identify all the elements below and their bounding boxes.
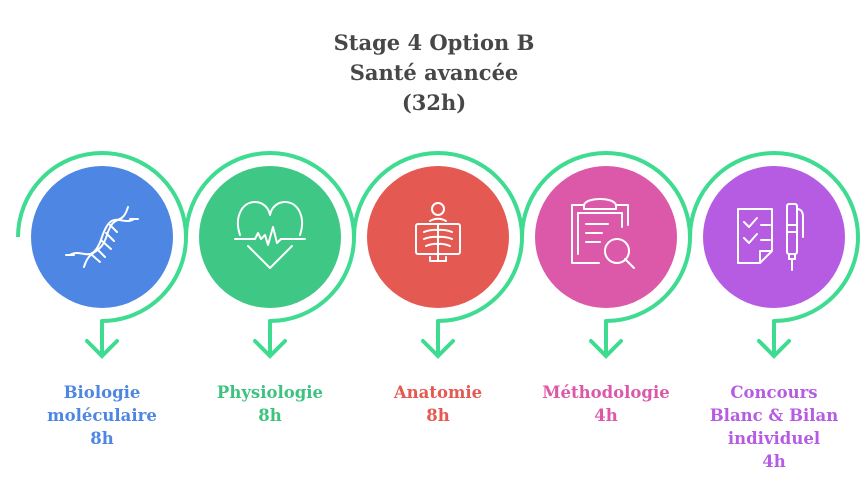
step-label-line: individuel [727,429,821,448]
connector-arc [688,151,860,357]
step-circle [703,166,845,308]
step-circle [535,166,677,308]
title-line-1: Stage 4 Option B [333,30,535,55]
step-label-line: Biologie [63,383,141,402]
step-label-line: Méthodologie [542,383,670,402]
dna-icon [65,206,139,268]
step-label-line: Anatomie [393,383,483,402]
step-label-line: 4h [762,452,786,471]
connector-arc [520,151,692,357]
arrow-down-icon [253,339,287,359]
step-label: Physiologie 8h [190,381,350,427]
checklist-pen-icon [737,203,804,271]
step-label-line: Blanc & Bilan [709,406,839,425]
step-label: Méthodologie 4h [526,381,686,427]
step-label-line: 8h [426,406,450,425]
step-label-line: moléculaire [47,406,157,425]
step-label-line: Physiologie [216,383,324,402]
step-label-line: Concours [730,383,818,402]
title-line-2: Santé avancée [349,60,519,85]
step-label: Biologie moléculaire 8h [22,381,182,450]
heartbeat-icon [234,201,306,269]
arrow-down-icon [85,339,119,359]
step-label-line: 8h [90,429,114,448]
step-label-line: 8h [258,406,282,425]
connector-arc [184,151,356,357]
arrow-down-icon [421,339,455,359]
clipboard-search-icon [571,198,635,269]
xray-icon [415,202,461,262]
arrow-down-icon [757,339,791,359]
connector-arc [352,151,524,357]
title-line-3: (32h) [401,90,467,115]
page-title: Stage 4 Option B Santé avancée (32h) [0,28,868,118]
arrow-down-icon [589,339,623,359]
step-label-line: 4h [594,406,618,425]
connector-arc [16,151,188,357]
step-label: Anatomie 8h [358,381,518,427]
